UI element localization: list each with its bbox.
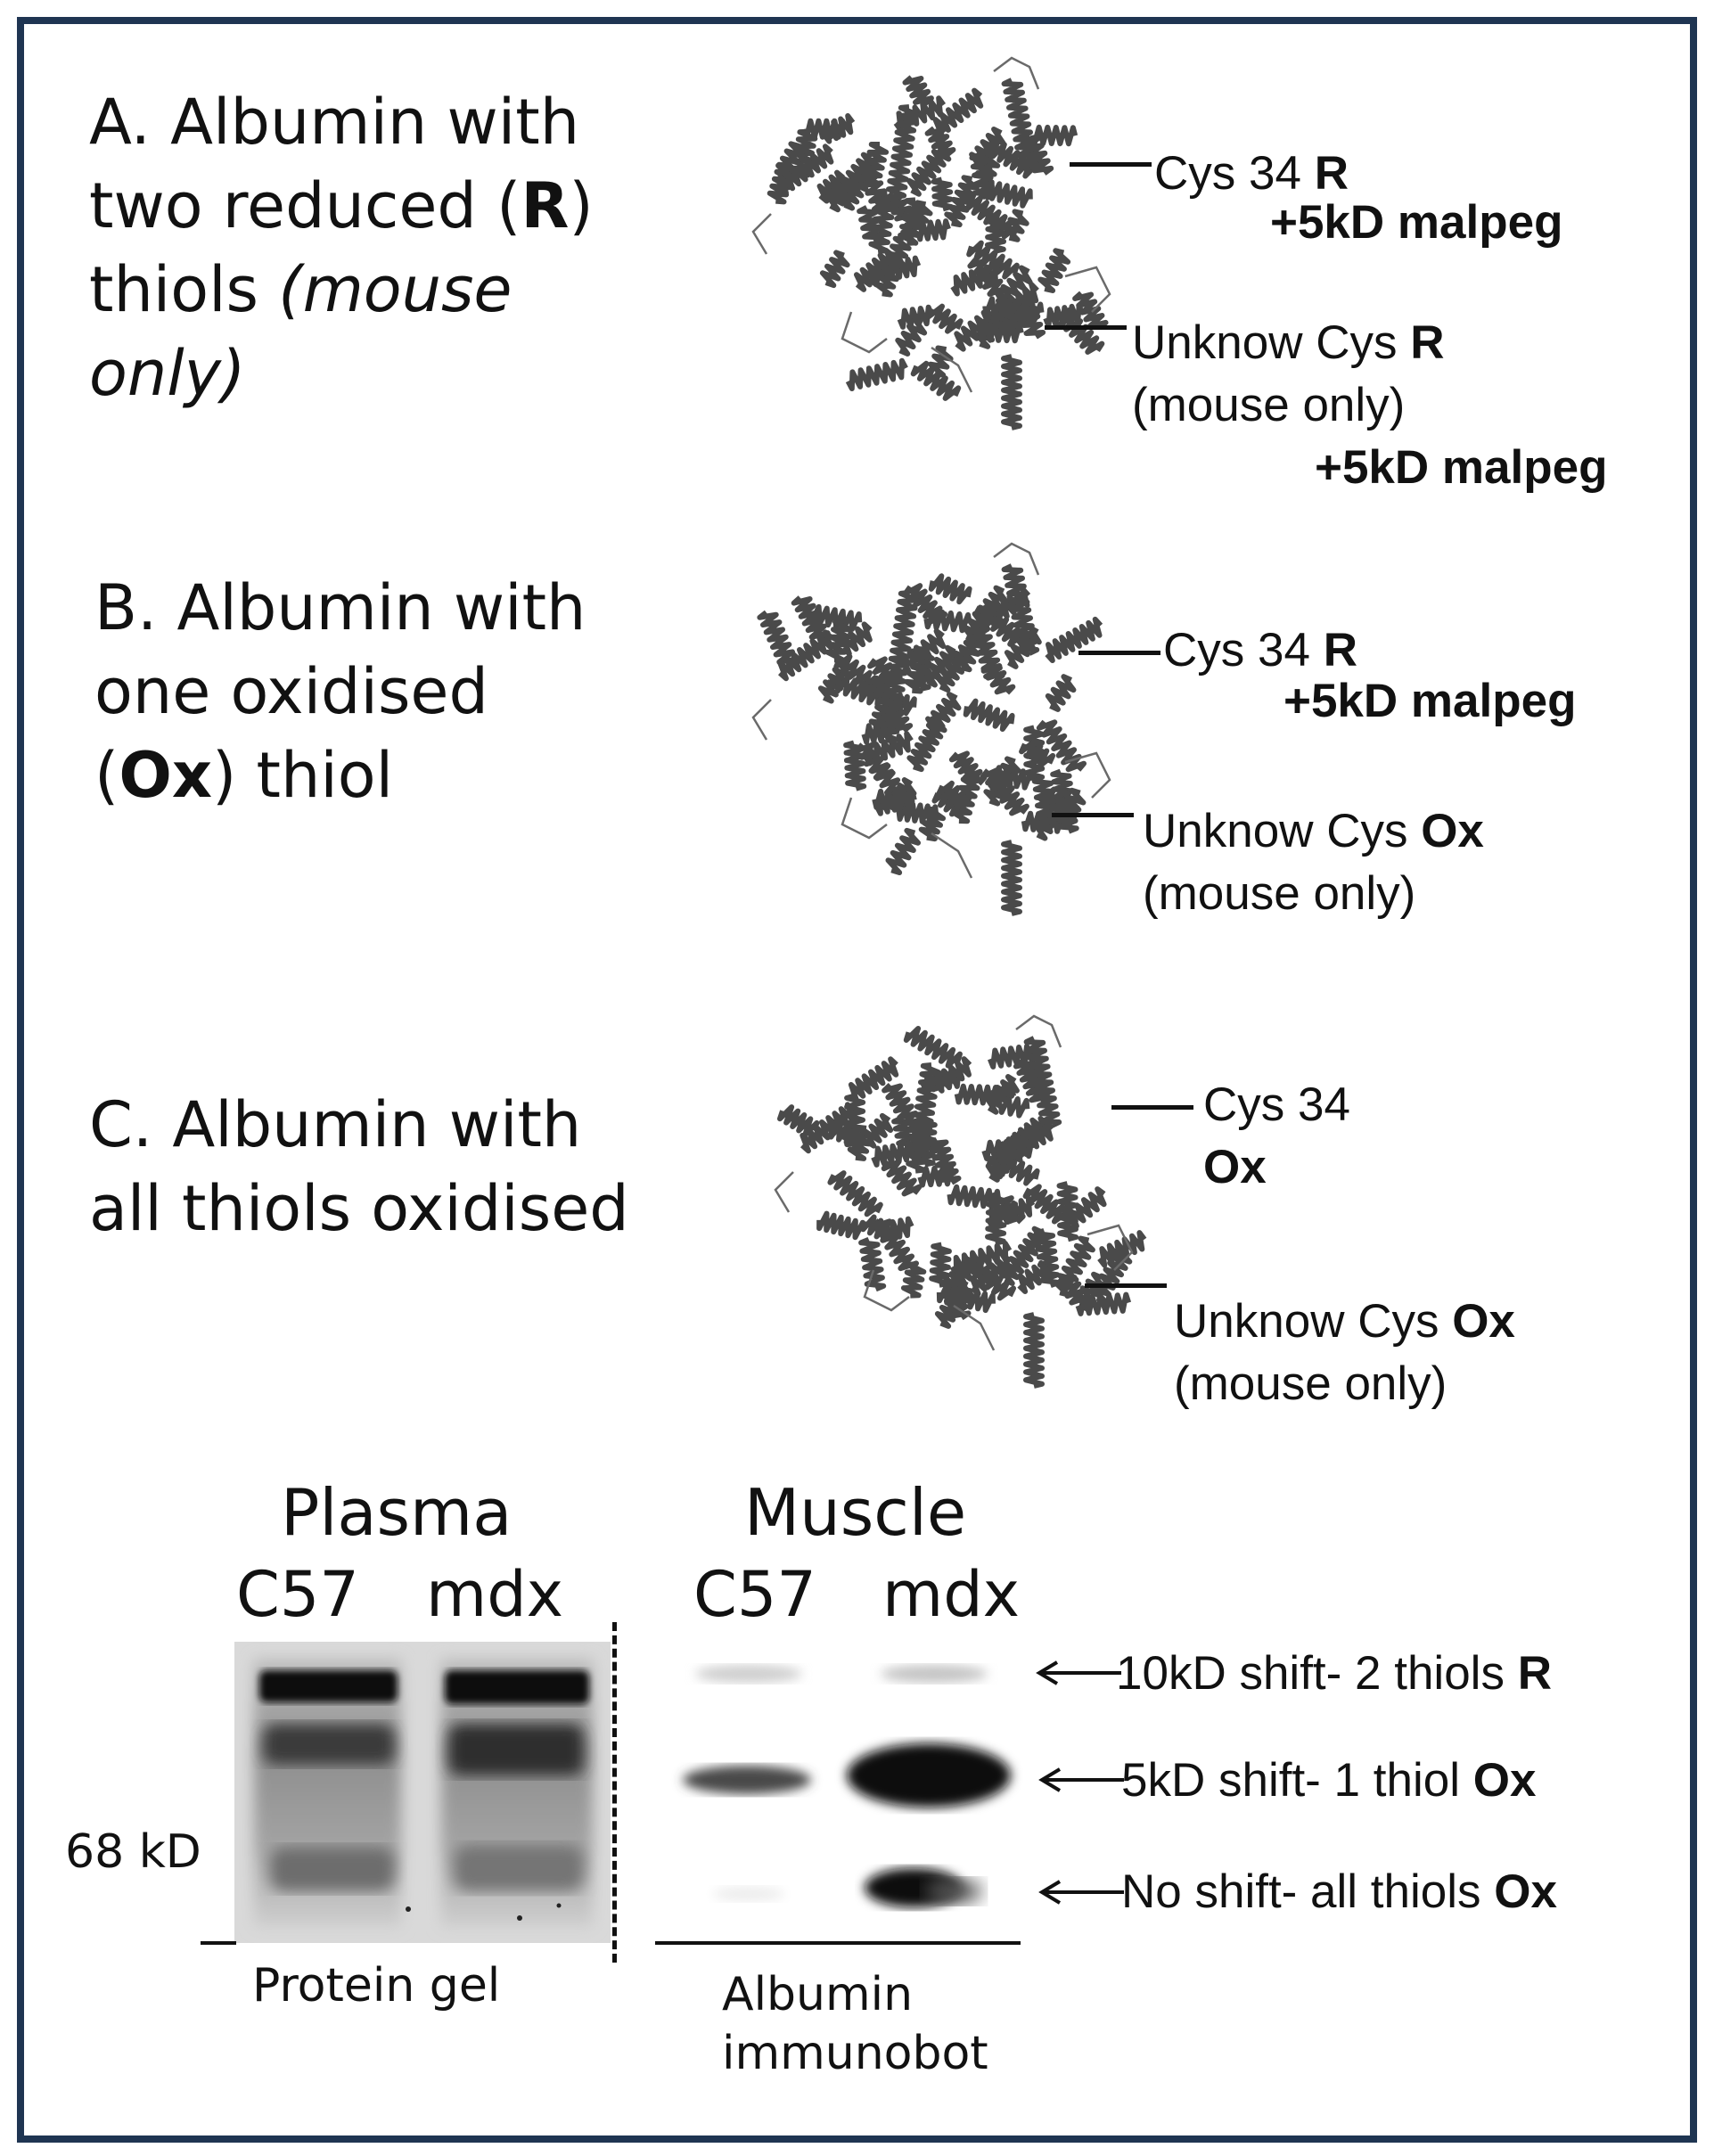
cys34-label-b: Cys 34 R <box>1163 624 1357 676</box>
unknown-cys-label-c: Unknow Cys Ox <box>1174 1295 1515 1348</box>
muscle-heading: Muscle <box>744 1475 967 1550</box>
unknown-cys-malpeg-a: +5kD malpeg <box>1315 441 1608 494</box>
marker-68kd-label: 68 kD <box>65 1825 201 1879</box>
plasma-heading: Plasma <box>281 1475 513 1550</box>
albumin-structure-a <box>751 56 1111 430</box>
unknown-cys-pointer-a <box>1045 325 1127 330</box>
arrow-10kd-icon <box>1036 1660 1121 1685</box>
unknown-cys-pointer-c <box>1085 1283 1167 1288</box>
arrow-noshift-icon <box>1038 1880 1124 1905</box>
cys34-label-c: Cys 34 <box>1203 1078 1350 1131</box>
unknown-cys-note-b: (mouse only) <box>1143 867 1416 920</box>
panel-b-title: B. Albumin with one oxidised (Ox) thiol <box>94 571 586 812</box>
panel-c-title: C. Albumin with all thiols oxidised <box>89 1088 629 1245</box>
unknown-cys-label-a: Unknow Cys R <box>1132 316 1445 369</box>
cys34-state-c: Ox <box>1203 1141 1267 1193</box>
arrow-5kd-icon <box>1038 1767 1124 1792</box>
cys34-label-a: Cys 34 R <box>1154 147 1349 200</box>
immunoblot-caption: Albumin immunobot <box>722 1968 988 2080</box>
cys34-malpeg-a: +5kD malpeg <box>1270 196 1563 249</box>
cys34-pointer-c <box>1111 1105 1193 1110</box>
marker-68kd-tick <box>201 1941 236 1945</box>
gel-divider <box>612 1622 617 1963</box>
band-noshift-label: No shift- all thiols Ox <box>1121 1865 1557 1918</box>
unknown-cys-note-c: (mouse only) <box>1174 1357 1447 1410</box>
unknown-cys-pointer-b <box>1052 813 1134 817</box>
muscle-lane-c57: C57 <box>693 1558 816 1631</box>
band-5kd-label: 5kD shift- 1 thiol Ox <box>1121 1754 1537 1807</box>
plasma-lane-mdx: mdx <box>426 1558 564 1631</box>
protein-gel-caption: Protein gel <box>252 1959 501 2013</box>
panel-a-title: A. Albumin with two reduced (R) thiols (… <box>89 86 594 410</box>
muscle-lane-mdx: mdx <box>882 1558 1021 1631</box>
cys34-pointer-a <box>1070 162 1152 167</box>
unknown-cys-note-a: (mouse only) <box>1132 379 1406 431</box>
immunoblot-baseline <box>655 1941 1021 1945</box>
immunoblot-image <box>651 1642 1025 1940</box>
unknown-cys-label-b: Unknow Cys Ox <box>1143 805 1484 857</box>
cys34-pointer-b <box>1078 651 1160 655</box>
plasma-lane-c57: C57 <box>236 1558 359 1631</box>
band-10kd-label: 10kD shift- 2 thiols R <box>1116 1647 1552 1700</box>
albumin-structure-b <box>751 542 1111 916</box>
albumin-structure-c <box>774 1014 1147 1389</box>
cys34-malpeg-b: +5kD malpeg <box>1283 675 1577 727</box>
protein-gel-image <box>234 1642 611 1943</box>
